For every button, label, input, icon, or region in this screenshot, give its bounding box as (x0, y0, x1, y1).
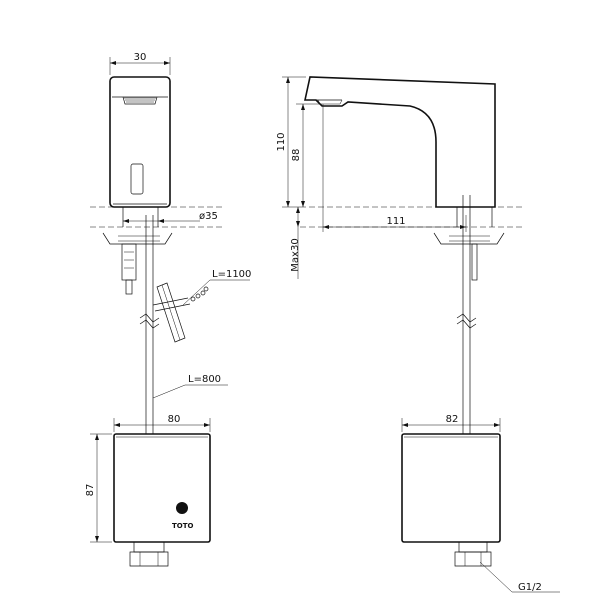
mounting-stud (121, 243, 137, 295)
status-led-icon (176, 502, 188, 514)
dim-hole-35-label: ø35 (199, 211, 218, 222)
brand-logo: TOTO (172, 522, 194, 530)
dim-reach-111: 111 (322, 104, 467, 232)
hose-length-800: L=800 (152, 374, 228, 399)
dim-width-30-label: 30 (134, 52, 147, 63)
hose-length-1100-label: L=1100 (212, 269, 251, 280)
dim-box-width-80: 80 (113, 414, 211, 432)
dim-width-30: 30 (109, 52, 171, 75)
dim-reach-111-label: 111 (386, 216, 405, 227)
control-box-side (401, 433, 501, 543)
inlet-fitting-side (454, 541, 492, 567)
aerator (122, 96, 158, 105)
faucet-body-front (109, 76, 171, 208)
dim-spout-88: 88 (291, 103, 320, 207)
thread-callout-label: G1/2 (518, 582, 542, 593)
coiled-hose (152, 282, 209, 343)
dim-deck-max30-label: Max30 (290, 238, 301, 271)
dim-height-110-label: 110 (276, 132, 287, 151)
dim-box-height-87: 87 (85, 433, 112, 543)
sensor-window (130, 163, 144, 195)
dim-box-width-80-label: 80 (168, 414, 181, 425)
front-view: L=1100 L=800 TOTO 30 (85, 52, 251, 567)
supply-hose-front (139, 215, 160, 434)
dim-box-depth-82-label: 82 (446, 414, 459, 425)
hose-length-800-label: L=800 (188, 374, 221, 385)
deck-side (300, 206, 525, 245)
control-box-front: TOTO (113, 433, 211, 543)
supply-hose-side (456, 195, 478, 434)
thread-callout: G1/2 (479, 561, 560, 593)
dim-box-depth-82: 82 (401, 414, 501, 432)
side-view: 110 88 111 Max30 (276, 76, 560, 593)
dim-spout-88-label: 88 (291, 149, 302, 162)
faucet-body-side (304, 76, 496, 208)
dim-deck-max30: Max30 (290, 207, 301, 279)
dim-height-110: 110 (276, 76, 306, 208)
dim-hole-35: ø35 (123, 211, 218, 223)
dim-box-height-87-label: 87 (85, 484, 96, 497)
hose-length-1100: L=1100 (182, 269, 251, 306)
deck-front (90, 206, 225, 245)
inlet-fitting-front (129, 541, 169, 567)
